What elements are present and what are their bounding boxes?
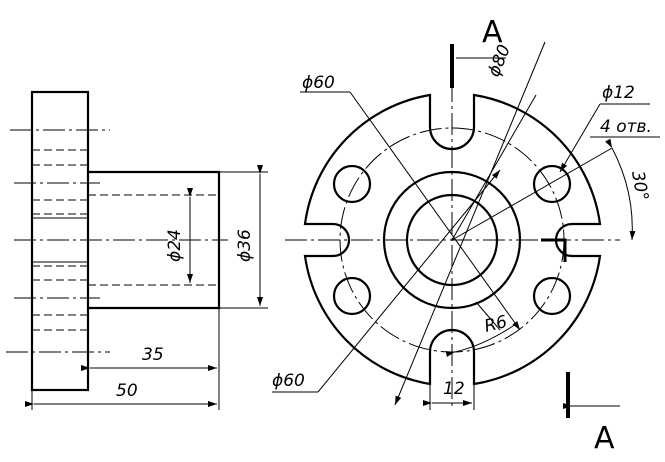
dim-angle: 30° (627, 169, 652, 202)
hole-bottom-left (332, 276, 372, 316)
dim-length-inner: 35 (142, 345, 164, 365)
front-center-lines (285, 80, 620, 410)
dim-slot: 12 (443, 379, 465, 399)
section-label-top: A (482, 15, 503, 50)
dim-flange-bottom: ϕ60 (272, 371, 305, 391)
side-hidden-lines (32, 149, 219, 331)
hole-top-right (532, 164, 572, 204)
dim-holes-count: 4 отв. (600, 117, 652, 137)
side-flange-outline (30, 90, 90, 392)
section-marks (450, 44, 620, 418)
section-label-bottom: A (594, 421, 615, 456)
dim-holes: ϕ12 (602, 83, 635, 103)
side-center-lines (6, 129, 228, 353)
right-notch-mark (541, 238, 567, 262)
dim-length-total: 50 (116, 381, 138, 401)
front-view: A A ϕ60 (272, 15, 660, 456)
front-dimensions (272, 41, 660, 410)
hole-bottom-right (532, 276, 572, 316)
hole-top-left (332, 164, 372, 204)
dim-outer: ϕ36 (235, 229, 255, 262)
dim-bore: ϕ24 (165, 229, 185, 262)
side-view: 35 50 ϕ24 ϕ36 (6, 90, 268, 410)
dim-radius: R6 (482, 312, 509, 337)
side-dimensions (25, 165, 268, 410)
dim-flange-top: ϕ60 (302, 73, 335, 93)
